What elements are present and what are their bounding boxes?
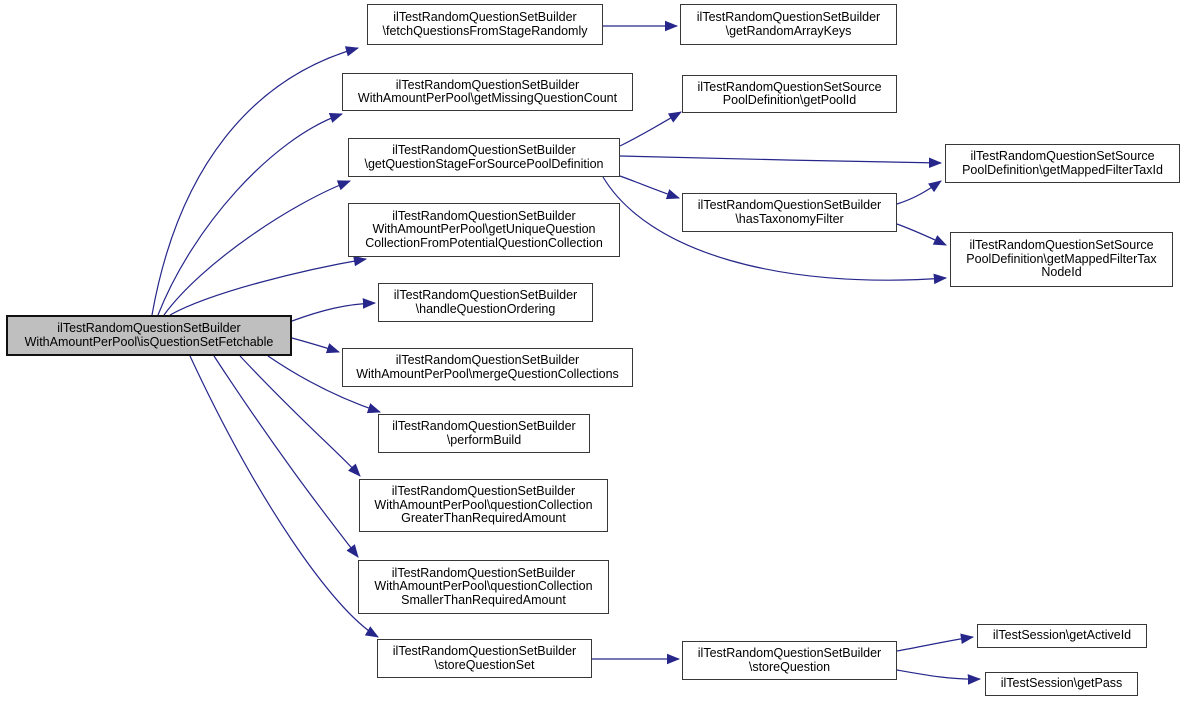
node-label-line: ilTestRandomQuestionSetBuilder (395, 353, 580, 367)
node-hasTaxonomyFilter[interactable]: ilTestRandomQuestionSetBuilder \hasTaxon… (682, 193, 897, 232)
edge-root-to-getUniqueQuestionCollection (169, 255, 368, 316)
edge-storeq-to-getActiveId (896, 633, 975, 652)
node-getPass[interactable]: ilTestSession\getPass (985, 672, 1138, 696)
node-label-line: ilTestRandomQuestionSetBuilder (393, 10, 577, 24)
node-label-line: \hasTaxonomyFilter (735, 211, 844, 226)
node-label-line: NodeId (1041, 265, 1082, 280)
node-getMissingQuestionCount[interactable]: ilTestRandomQuestionSetBuilder WithAmoun… (342, 73, 633, 111)
edge-storeq-to-getPass (896, 669, 982, 685)
node-label-line: WithAmountPerPool\getUniqueQuestion (372, 222, 596, 237)
edge-root-to-mergeQuestionCollections (291, 337, 341, 354)
edge-root-to-performBuild (267, 355, 382, 414)
node-label-line: ilTestRandomQuestionSetSource (970, 149, 1155, 163)
node-label-line: ilTestRandomQuestionSetBuilder (392, 208, 576, 223)
node-mergeQuestionCollections[interactable]: ilTestRandomQuestionSetBuilder WithAmoun… (342, 348, 633, 387)
node-label-line: WithAmountPerPool\isQuestionSetFetchable (24, 334, 274, 349)
node-getActiveId[interactable]: ilTestSession\getActiveId (977, 624, 1147, 648)
node-getMappedFilterTaxId[interactable]: ilTestRandomQuestionSetSource PoolDefini… (945, 144, 1180, 183)
node-getPoolId[interactable]: ilTestRandomQuestionSetSource PoolDefini… (682, 75, 897, 113)
edge-root-to-storeQuestionSet (189, 355, 379, 638)
node-label-line: PoolDefinition\getMappedFilterTaxId (962, 162, 1163, 177)
node-label-line: ilTestRandomQuestionSetBuilder (391, 484, 576, 499)
node-storeQuestion[interactable]: ilTestRandomQuestionSetBuilder \storeQue… (682, 641, 897, 680)
node-label-line: \handleQuestionOrdering (415, 301, 556, 316)
edge-stage-to-getMappedFilterTaxNodeId (602, 176, 948, 285)
node-label-line: ilTestRandomQuestionSetBuilder (697, 646, 882, 660)
node-getUniqueQuestionCollectionFromPotentialQuestionCollection[interactable]: ilTestRandomQuestionSetBuilder WithAmoun… (348, 203, 620, 257)
edge-hastax-to-getMappedFilterTaxId (896, 180, 942, 205)
node-label-line: ilTestRandomQuestionSetBuilder (391, 565, 576, 580)
node-label-line: ilTestRandomQuestionSetSource (697, 79, 882, 94)
node-fetchQuestionsFromStageRandomly[interactable]: ilTestRandomQuestionSetBuilder \fetchQue… (367, 4, 603, 45)
node-label-line: ilTestRandomQuestionSetBuilder (392, 644, 577, 658)
node-label-line: CollectionFromPotentialQuestionCollectio… (365, 235, 603, 250)
edge-root-to-handleQuestionOrdering (291, 298, 377, 322)
node-isQuestionSetFetchable: ilTestRandomQuestionSetBuilder WithAmoun… (6, 315, 292, 356)
edge-hastax-to-getMappedFilterTaxNodeId (896, 223, 947, 246)
node-label-line: ilTestRandomQuestionSetBuilder (395, 77, 580, 92)
node-label-line: ilTestRandomQuestionSetBuilder (392, 419, 576, 433)
node-label-line: ilTestRandomQuestionSetBuilder (697, 198, 882, 212)
edge-stage-to-getMappedFilterTaxId (619, 155, 943, 169)
node-performBuild[interactable]: ilTestRandomQuestionSetBuilder \performB… (378, 414, 590, 453)
node-label-line: SmallerThanRequiredAmount (401, 592, 566, 607)
node-getQuestionStageForSourcePoolDefinition[interactable]: ilTestRandomQuestionSetBuilder \getQuest… (348, 138, 620, 177)
node-getMappedFilterTaxNodeId[interactable]: ilTestRandomQuestionSetSource PoolDefini… (950, 232, 1173, 287)
node-label-line: WithAmountPerPool\questionCollection (374, 579, 593, 594)
node-label-line: \getQuestionStageForSourcePoolDefinition (364, 156, 604, 171)
node-label-line: \storeQuestionSet (434, 657, 535, 672)
node-handleQuestionOrdering[interactable]: ilTestRandomQuestionSetBuilder \handleQu… (378, 283, 593, 322)
edge-root-to-getQuestionStageForSourcePoolDefinition (163, 180, 351, 316)
node-storeQuestionSet[interactable]: ilTestRandomQuestionSetBuilder \storeQue… (377, 639, 592, 678)
node-label-line: ilTestRandomQuestionSetBuilder (393, 288, 578, 302)
node-label-line: WithAmountPerPool\questionCollection (374, 497, 593, 512)
node-label-line: GreaterThanRequiredAmount (401, 511, 566, 526)
node-label-line: ilTestRandomQuestionSetBuilder (392, 143, 576, 157)
node-label-line: WithAmountPerPool\getMissingQuestionCoun… (357, 91, 618, 105)
edge-root-to-fetchQuestionsFromStageRandomly (151, 46, 360, 316)
edge-stage-to-hasTaxonomyFilter (619, 175, 681, 200)
edge-root-to-questionCollectionSmallerThanRequiredAmount (213, 355, 359, 558)
node-label-line: PoolDefinition\getPoolId (722, 93, 857, 107)
node-label-line: PoolDefinition\getMappedFilterTax (966, 251, 1157, 266)
node-label-line: ilTestSession\getActiveId (992, 628, 1132, 643)
node-label-line: \performBuild (446, 432, 522, 447)
node-label-line: \fetchQuestionsFromStageRandomly (382, 23, 588, 38)
node-getRandomArrayKeys[interactable]: ilTestRandomQuestionSetBuilder \getRando… (680, 4, 897, 45)
node-questionCollectionSmallerThanRequiredAmount[interactable]: ilTestRandomQuestionSetBuilder WithAmoun… (358, 560, 609, 614)
node-label-line: WithAmountPerPool\mergeQuestionCollectio… (356, 366, 619, 381)
node-label-line: ilTestRandomQuestionSetSource (969, 238, 1154, 253)
edge-stage-to-getPoolId (619, 111, 682, 147)
node-questionCollectionGreaterThanRequiredAmount[interactable]: ilTestRandomQuestionSetBuilder WithAmoun… (359, 479, 608, 532)
node-label-line: ilTestSession\getPass (1000, 676, 1123, 691)
node-label-line: \getRandomArrayKeys (725, 23, 852, 38)
edge-root-to-questionCollectionGreaterThanRequiredAmount (239, 355, 361, 477)
node-label-line: ilTestRandomQuestionSetBuilder (57, 321, 241, 335)
node-label-line: ilTestRandomQuestionSetBuilder (696, 10, 881, 24)
node-label-line: \storeQuestion (748, 659, 831, 674)
edge-root-to-getMissingQuestionCount (157, 112, 343, 316)
